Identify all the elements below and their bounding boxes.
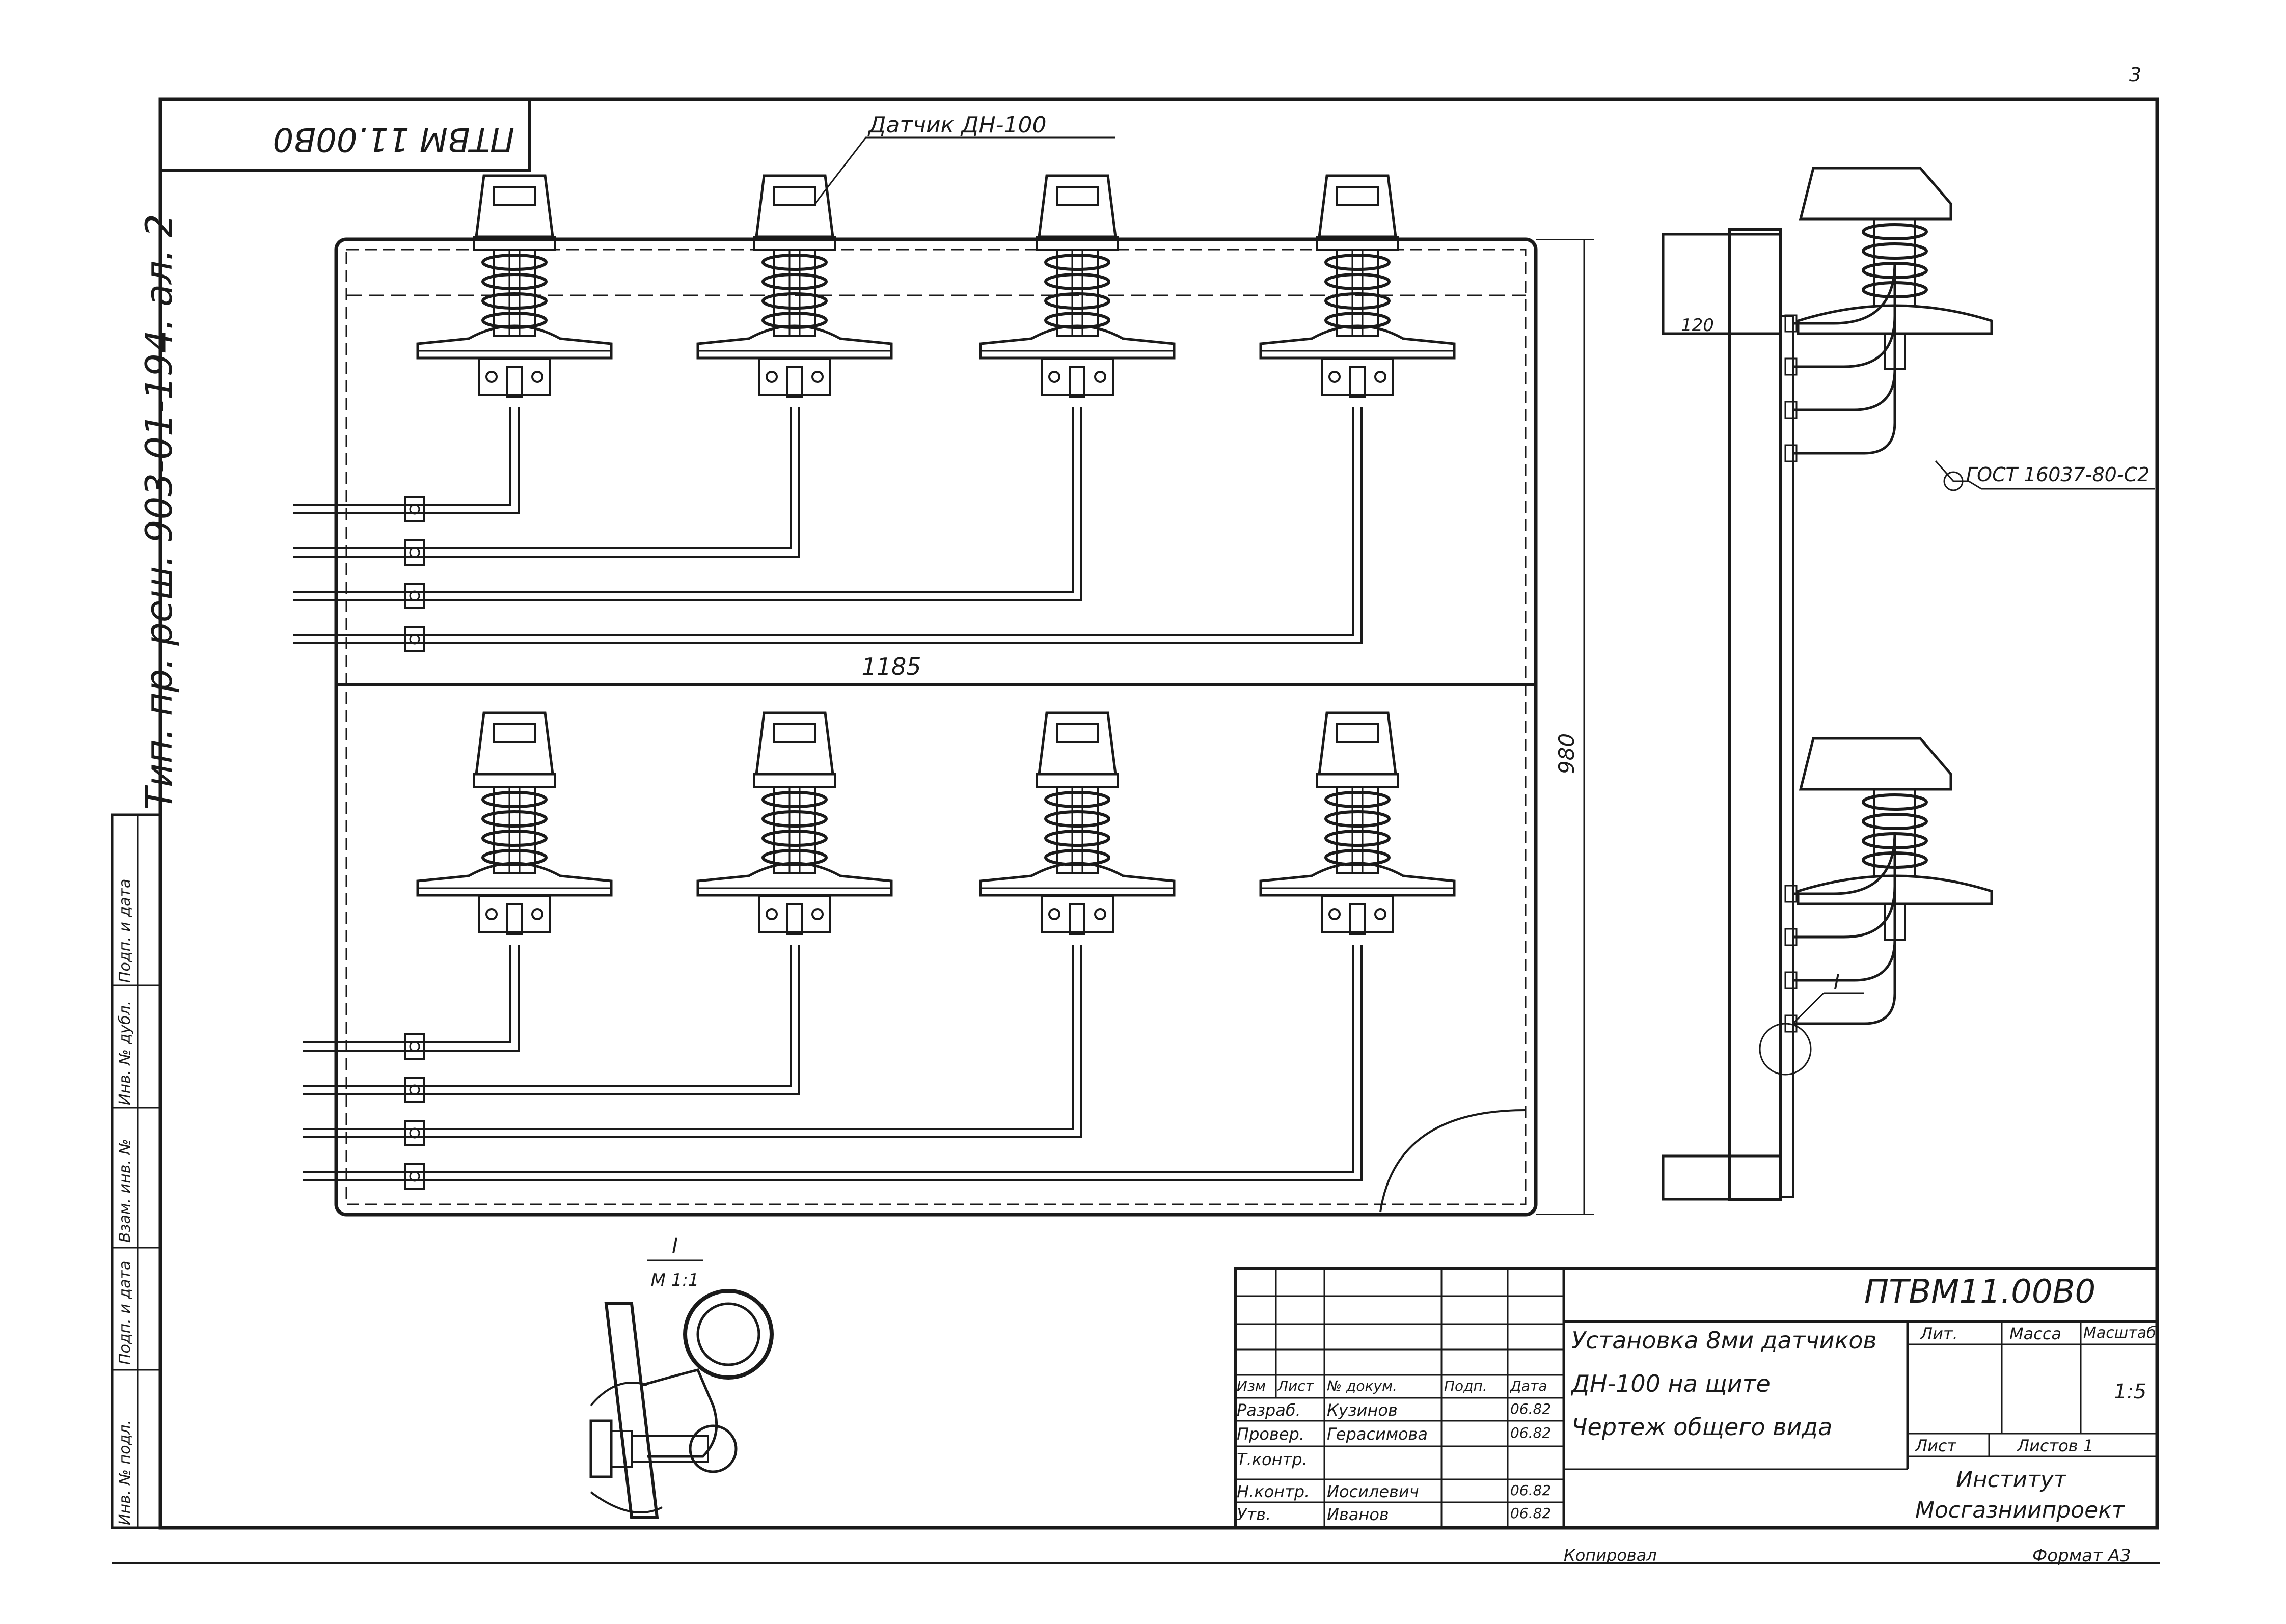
tb-role-1: Разраб. xyxy=(1237,1400,1301,1420)
tb-org-1: Институт xyxy=(1956,1467,2067,1493)
pipe-top-1 xyxy=(293,407,520,522)
pipes-group xyxy=(293,407,1363,1190)
sensor-top-4 xyxy=(1259,174,1456,398)
strip-label-2: Инв. № дубл. xyxy=(116,1000,134,1105)
detail-marker-circle xyxy=(1759,1023,1812,1076)
tb-hdr-list: Лист xyxy=(1277,1378,1314,1394)
sensor-label: Датчик ДН-100 xyxy=(867,112,1046,138)
strip-label-1: Взам. инв. № xyxy=(116,1139,134,1243)
stamp-box xyxy=(160,99,531,172)
strip-label-4: Подп. и дата xyxy=(116,1260,134,1365)
gost-label: ГОСТ 16037-80-С2 xyxy=(1966,463,2149,486)
tb-sheets: Листов 1 xyxy=(2017,1436,2094,1455)
strip-label-5: Инв. № подл. xyxy=(116,1420,134,1525)
tb-title-line-1: Установка 8ми датчиков xyxy=(1571,1327,1877,1354)
sensors-group xyxy=(416,174,1456,935)
tb-lit: Лит. xyxy=(1920,1324,1958,1343)
tb-title-line-2: ДН-100 на щите xyxy=(1571,1370,1771,1397)
tb-massa: Масса xyxy=(2009,1324,2062,1343)
tb-hdr-izm: Изм xyxy=(1237,1378,1266,1394)
tb-role-4: Н.контр. xyxy=(1237,1482,1310,1501)
side-view: 120 xyxy=(1662,228,1794,1201)
tb-hdr-date: Дата xyxy=(1510,1378,1547,1394)
sensor-bottom-1 xyxy=(416,711,613,935)
tb-title-line-3: Чертеж общего вида xyxy=(1571,1413,1833,1441)
tb-date-4: 06.82 xyxy=(1510,1482,1552,1499)
corner-mark: 3 xyxy=(2129,64,2141,86)
side-sensors-group xyxy=(1784,167,1993,1033)
dim-120: 120 xyxy=(1681,315,1714,336)
format-label: Формат А3 xyxy=(2032,1546,2131,1566)
detail-title: I xyxy=(672,1234,678,1258)
pipe-top-4 xyxy=(293,407,1363,652)
tb-name-2: Герасимова xyxy=(1327,1424,1428,1444)
side-sensor-bottom xyxy=(1784,737,1993,1033)
tb-date-5: 06.82 xyxy=(1510,1505,1552,1522)
tb-role-5: Утв. xyxy=(1237,1505,1271,1524)
tb-sheet: Лист xyxy=(1915,1436,1957,1455)
tb-name-1: Кузинов xyxy=(1327,1400,1398,1420)
tb-name-5: Иванов xyxy=(1327,1505,1389,1524)
side-sensor-top xyxy=(1784,167,1993,462)
door-swing xyxy=(1379,1109,1526,1213)
tb-hdr-sign: Подп. xyxy=(1444,1378,1487,1394)
pipe-top-3 xyxy=(293,407,1082,609)
tb-org-2: Мосгазниипроект xyxy=(1915,1497,2125,1523)
detail-scale: М 1:1 xyxy=(651,1270,699,1290)
dim-1185: 1185 xyxy=(861,653,921,680)
pipe-bottom-4 xyxy=(303,945,1363,1190)
pipe-bottom-2 xyxy=(303,945,800,1103)
dim-980: 980 xyxy=(1554,733,1579,774)
tb-role-3: Т.контр. xyxy=(1237,1450,1308,1469)
tb-name-4: Иосилевич xyxy=(1327,1482,1419,1501)
sensor-top-2 xyxy=(696,174,893,398)
stamp-code: ПТВМ 11.00В0 xyxy=(273,120,514,158)
tb-hdr-docno: № докум. xyxy=(1327,1378,1398,1394)
tb-scale-hdr: Масштаб xyxy=(2083,1324,2156,1342)
sheet-frame xyxy=(158,97,2159,1530)
strip-label-3: Подп. и дата xyxy=(116,878,134,983)
sensor-leader xyxy=(814,136,1115,204)
copied-by: Копировал xyxy=(1564,1546,1657,1565)
panel-outline xyxy=(334,237,1538,1217)
panel-inner xyxy=(345,249,1527,1205)
pipe-bottom-1 xyxy=(303,945,520,1060)
detail-marker-label: I xyxy=(1834,971,1840,994)
sensor-bottom-3 xyxy=(979,711,1176,935)
tb-role-2: Провер. xyxy=(1237,1424,1304,1444)
title-block xyxy=(1234,1267,2159,1529)
detail-drawing xyxy=(589,1289,774,1519)
sensor-top-1 xyxy=(416,174,613,398)
tb-date-1: 06.82 xyxy=(1510,1400,1552,1417)
project-reference: Тип. пр. реш. 903-01-194. ал. 2 xyxy=(138,214,180,810)
tb-date-2: 06.82 xyxy=(1510,1424,1552,1441)
gost-leader xyxy=(1935,460,2155,490)
left-strip xyxy=(111,813,162,1529)
tb-doc-code: ПТВМ11.00В0 xyxy=(1864,1273,2096,1311)
tb-scale-val: 1:5 xyxy=(2114,1380,2147,1403)
detail-leader xyxy=(1792,992,1825,1025)
sensor-bottom-4 xyxy=(1259,711,1456,935)
side-rail xyxy=(1779,315,1794,1198)
sensor-bottom-2 xyxy=(696,711,893,935)
side-frame xyxy=(1728,228,1782,1201)
pipe-top-2 xyxy=(293,407,800,566)
side-bottom-box xyxy=(1662,1154,1782,1201)
pipe-bottom-3 xyxy=(303,945,1082,1146)
sensor-top-3 xyxy=(979,174,1176,398)
